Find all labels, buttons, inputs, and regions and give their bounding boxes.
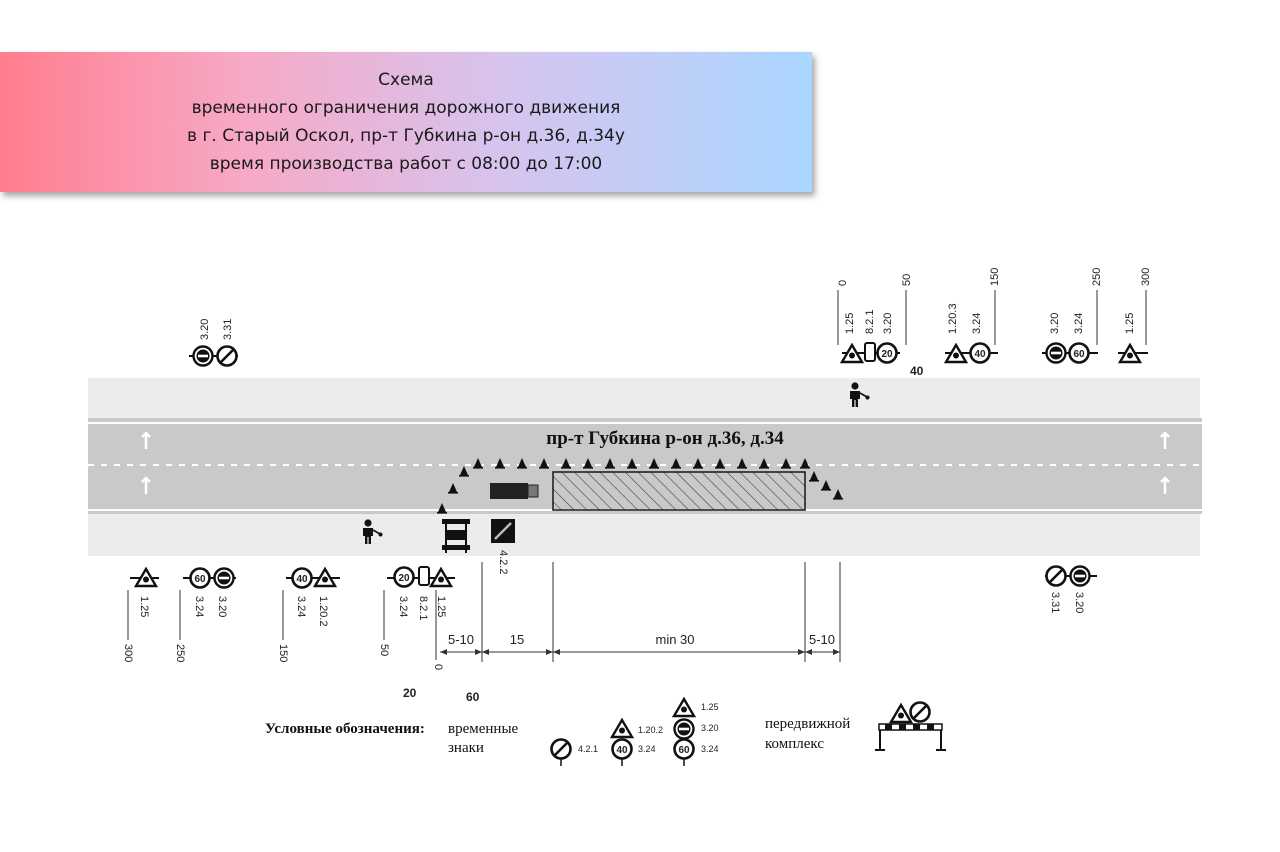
end-restriction-sign-icon [909,701,931,723]
legend-code: 1.25 [701,702,719,712]
roadworks-sign-icon [672,697,696,718]
dimension-label: 5-10 [448,632,474,647]
top-left-sign-group: 3.20 3.31 [189,319,238,367]
sign-code: 3.31 [222,319,234,340]
distance-plate-icon [864,342,876,362]
road-name: пр-т Губкина р-он д.36, д.34 [546,428,784,449]
dimension-label: min 30 [655,632,694,647]
distance-mark: 300 [1140,268,1152,286]
distance-mark: 50 [901,274,913,286]
title-line-2: временного ограничения дорожного движени… [191,98,621,118]
bottom-right-sign-group: 3.31 3.20 [1045,565,1097,613]
road-shoulder-bottom [88,514,1200,556]
barrier-sign-code: 4.2.2 [497,550,509,574]
road-shoulder-top [88,378,1200,418]
barrier-sign-422-icon [491,519,515,543]
legend-temp-line1: временные [448,721,519,737]
distance-mark: 250 [174,644,186,662]
work-zone [552,471,806,511]
lane-arrow-right-bottom [1160,476,1170,494]
sign-code: 8.2.1 [417,596,429,620]
lane-arrow-right-top [1160,431,1170,449]
speed-value: 60 [678,745,690,756]
speed-value: 40 [296,574,308,585]
sign-code: 1.25 [435,596,447,617]
sign-code: 3.24 [971,313,983,334]
legend-code: 3.20 [701,723,719,733]
road [88,378,1202,556]
sign-code: 3.20 [882,313,894,334]
legend: Условные обозначения: временные знаки 4.… [265,697,946,766]
sign-code: 1.25 [844,313,856,334]
distance-mark: 0 [837,280,849,286]
dimension-lines: 5-10 15 min 30 5-10 [440,562,841,662]
distance-mark: 0 [432,664,444,670]
speed-value: 20 [881,349,893,360]
distance-mark: 250 [1091,268,1103,286]
no-trucks-sign-icon [213,567,235,589]
title-banner: Схема временного ограничения дорожного д… [0,52,812,192]
road-barrier [442,519,470,553]
top-right-sign-group: 20 40 60 1.25 8.2.1 3.20 1.20.3 3.24 3.2… [837,268,1152,378]
lane-arrow-left-bottom [141,476,151,494]
distance-mark: 150 [989,268,1001,286]
dimension-label: 5-10 [809,632,835,647]
sign-code: 3.20 [216,596,228,617]
legend-mobile-line1: передвижной [765,716,850,732]
speed-value: 40 [616,745,628,756]
sign-code: 3.20 [1049,313,1061,334]
legend-code: 3.24 [701,744,719,754]
speed-value: 60 [194,574,206,585]
distance-mark: 150 [277,644,289,662]
no-trucks-sign-icon [192,345,214,367]
sign-code: 3.20 [1073,592,1085,613]
sign-code: 3.24 [295,596,307,617]
end-restriction-sign-icon [216,345,238,367]
no-trucks-sign-icon [1069,565,1091,587]
speed-value: 60 [1073,349,1085,360]
speed-label: 40 [910,364,924,378]
work-vehicle [490,483,539,499]
lane-arrow-left-top [141,431,151,449]
legend-title: Условные обозначения: [265,721,425,737]
sign-421-icon [550,738,572,760]
lane-narrowing-sign-icon [610,718,634,739]
title-line-3: в г. Старый Оскол, пр-т Губкина р-он д.3… [187,126,625,146]
sign-code: 1.25 [1124,313,1136,334]
title-line-4: время производства работ с 08:00 до 17:0… [209,154,603,174]
legend-code: 3.24 [638,744,656,754]
legend-code: 4.2.1 [578,744,598,754]
legend-code: 1.20.2 [638,725,663,735]
roadworks-sign-icon [889,703,913,724]
distance-mark: 50 [378,644,390,656]
legend-mobile-line2: комплекс [765,736,824,752]
sign-code: 3.24 [193,596,205,617]
sign-code: 1.20.2 [317,596,329,627]
distance-mark: 300 [122,644,134,662]
dimension-label: 15 [510,632,524,647]
legend-temp-line2: знаки [448,740,484,756]
sign-code: 3.24 [1073,313,1085,334]
no-trucks-sign-icon [1045,342,1067,364]
title-line-1: Схема [378,70,434,90]
sign-code: 8.2.1 [864,310,876,334]
sign-code: 3.24 [397,596,409,617]
sign-code: 3.31 [1049,592,1061,613]
speed-value: 20 [398,573,410,584]
sign-code: 1.20.3 [947,303,959,334]
sign-code: 1.25 [138,596,150,617]
no-trucks-sign-icon [673,718,695,740]
mobile-complex-icon [875,701,946,751]
sign-code: 3.20 [199,319,211,340]
end-restriction-sign-icon [1045,565,1067,587]
speed-label: 20 [403,686,417,700]
distance-plate-icon [418,566,430,586]
speed-label: 60 [466,690,480,704]
speed-value: 40 [974,349,986,360]
bottom-left-sign-group: 60 40 20 1.25 3.24 3.20 3.24 1.20.2 3.24… [122,566,480,704]
